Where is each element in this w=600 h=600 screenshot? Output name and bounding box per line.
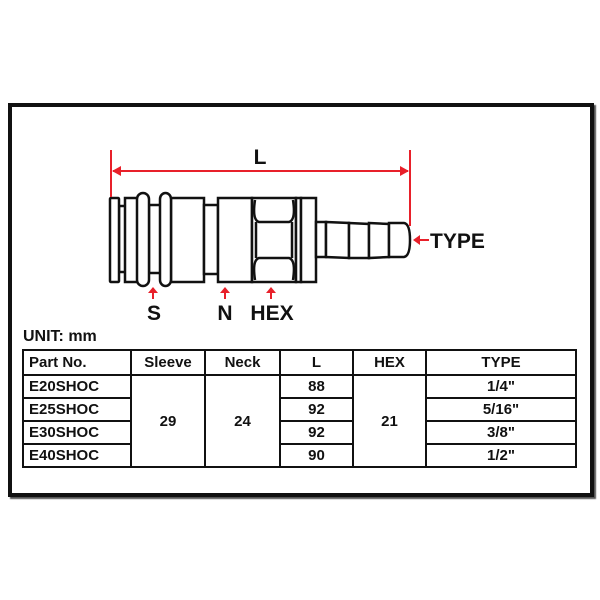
table-row: E30SHOC 92 3/8"	[22, 420, 577, 445]
coupler-drawing: L S N HEX TYPE	[108, 146, 485, 325]
l-value: 88	[279, 374, 354, 399]
table-row: E40SHOC 90 1/2"	[22, 443, 577, 468]
part-number: E20SHOC	[22, 374, 132, 399]
neck-value: 24	[204, 374, 281, 468]
sleeve-ring	[158, 191, 173, 288]
unit-label: UNIT: mm	[23, 328, 97, 345]
header-part-no: Part No.	[22, 349, 132, 376]
part-number: E30SHOC	[22, 420, 132, 445]
type-value: 1/2"	[425, 443, 577, 468]
hex-label: HEX	[250, 302, 293, 325]
sleeve-ring	[135, 191, 151, 288]
hex-nut	[250, 196, 298, 284]
length-label: L	[254, 146, 267, 169]
part-number: E40SHOC	[22, 443, 132, 468]
hose-barb	[387, 221, 412, 259]
type-value: 5/16"	[425, 397, 577, 422]
l-value: 90	[279, 443, 354, 468]
l-value: 92	[279, 420, 354, 445]
arrow-left-icon	[112, 166, 121, 176]
table-header-row: Part No. Sleeve Neck L HEX TYPE	[22, 349, 577, 376]
coupler-body	[108, 191, 412, 288]
sleeve-value: 29	[130, 374, 206, 468]
arrow-right-icon	[400, 166, 409, 176]
neck	[202, 203, 220, 276]
arrow-up-icon	[220, 287, 230, 293]
spec-table: Part No. Sleeve Neck L HEX TYPE E20SHOC …	[22, 349, 577, 468]
header-l: L	[279, 349, 354, 376]
header-sleeve: Sleeve	[130, 349, 206, 376]
header-hex: HEX	[352, 349, 427, 376]
l-value: 92	[279, 397, 354, 422]
arrow-left-icon	[413, 235, 420, 245]
type-label: TYPE	[430, 230, 485, 253]
table-row: E25SHOC 92 5/16"	[22, 397, 577, 422]
dimension-lines	[110, 150, 429, 299]
header-type: TYPE	[425, 349, 577, 376]
type-value: 1/4"	[425, 374, 577, 399]
neck-label: N	[217, 302, 232, 325]
arrow-up-icon	[266, 287, 276, 293]
header-neck: Neck	[204, 349, 281, 376]
type-value: 3/8"	[425, 420, 577, 445]
sleeve-label: S	[147, 302, 161, 325]
part-number: E25SHOC	[22, 397, 132, 422]
arrow-up-icon	[148, 287, 158, 293]
hex-value: 21	[352, 374, 427, 468]
table-row: E20SHOC 29 24 88 21 1/4"	[22, 374, 577, 468]
